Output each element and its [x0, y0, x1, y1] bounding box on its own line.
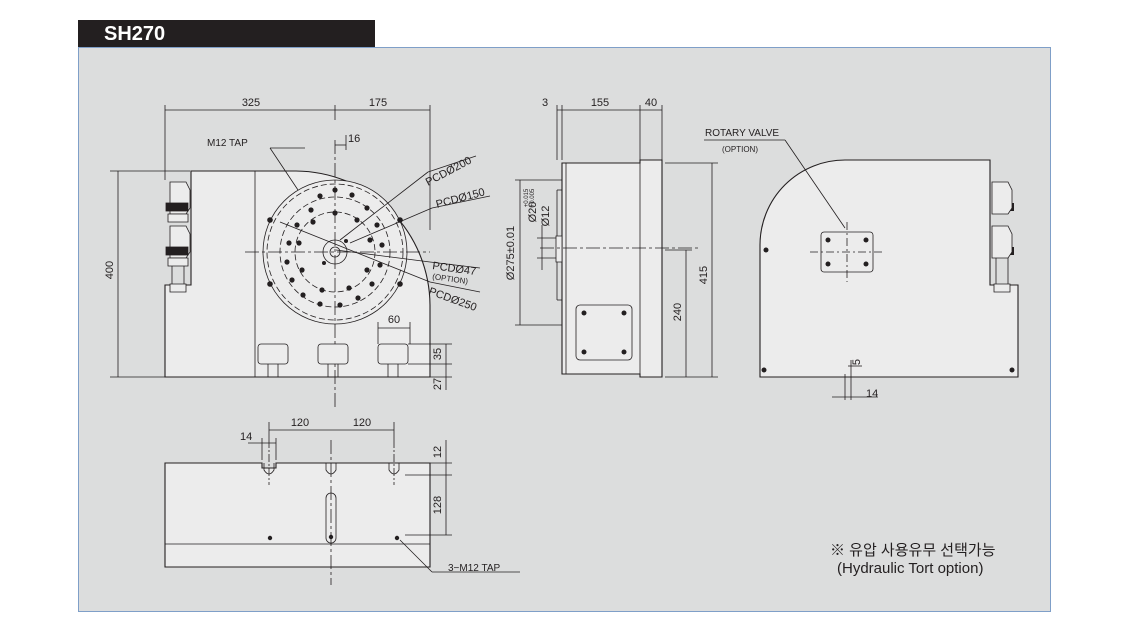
dim-5: 5: [851, 359, 863, 365]
dim-175: 175: [369, 97, 387, 109]
dim-14-bottom: 14: [240, 431, 252, 443]
dim-60: 60: [388, 314, 400, 326]
rear-body: [759, 159, 1019, 378]
dim-3: 3: [542, 97, 548, 109]
rear-fittings: [991, 181, 1013, 293]
dim-16: 16: [348, 133, 360, 145]
label-rotary-valve-option: (OPTION): [722, 145, 758, 154]
rear-view: [704, 139, 1019, 400]
label-rotary-valve: ROTARY VALVE: [705, 128, 779, 139]
side-view: [515, 105, 718, 378]
dim-415: 415: [698, 266, 710, 284]
dim-275: Ø275±0.01: [505, 226, 517, 280]
label-m12-tap: M12 TAP: [207, 138, 248, 149]
dim-120-b: 120: [353, 417, 371, 429]
title-tab: SH270: [78, 20, 375, 47]
label-pcd200: PCDØ200: [424, 155, 474, 189]
dim-20-tol-upper: +0.015: [524, 188, 530, 207]
bottom-view: [164, 422, 520, 585]
dim-20-tol-lower: +0.005: [530, 188, 536, 207]
bottom-body: [164, 462, 431, 568]
label-3-m12-tap: 3−M12 TAP: [448, 563, 500, 574]
dim-240: 240: [672, 303, 684, 321]
dim-12-bottom: 12: [432, 446, 444, 458]
dim-40: 40: [645, 97, 657, 109]
front-view: [110, 105, 491, 410]
dim-12: Ø12: [540, 206, 552, 227]
left-fittings: [165, 181, 191, 293]
dim-20: Ø20: [527, 202, 539, 223]
dim-325: 325: [242, 97, 260, 109]
dim-400: 400: [104, 261, 116, 279]
note-korean: ※ 유압 사용유무 선택가능: [830, 542, 996, 559]
dim-14-rear: 14: [866, 388, 878, 400]
label-pcd150: PCDØ150: [435, 186, 487, 211]
dim-128: 128: [432, 496, 444, 514]
dim-27: 27: [432, 378, 444, 390]
dim-120-a: 120: [291, 417, 309, 429]
front-holes: [267, 187, 403, 308]
page-title: SH270: [104, 23, 166, 45]
note-english: (Hydraulic Tort option): [837, 560, 984, 577]
dim-35: 35: [432, 348, 444, 360]
dim-155: 155: [591, 97, 609, 109]
